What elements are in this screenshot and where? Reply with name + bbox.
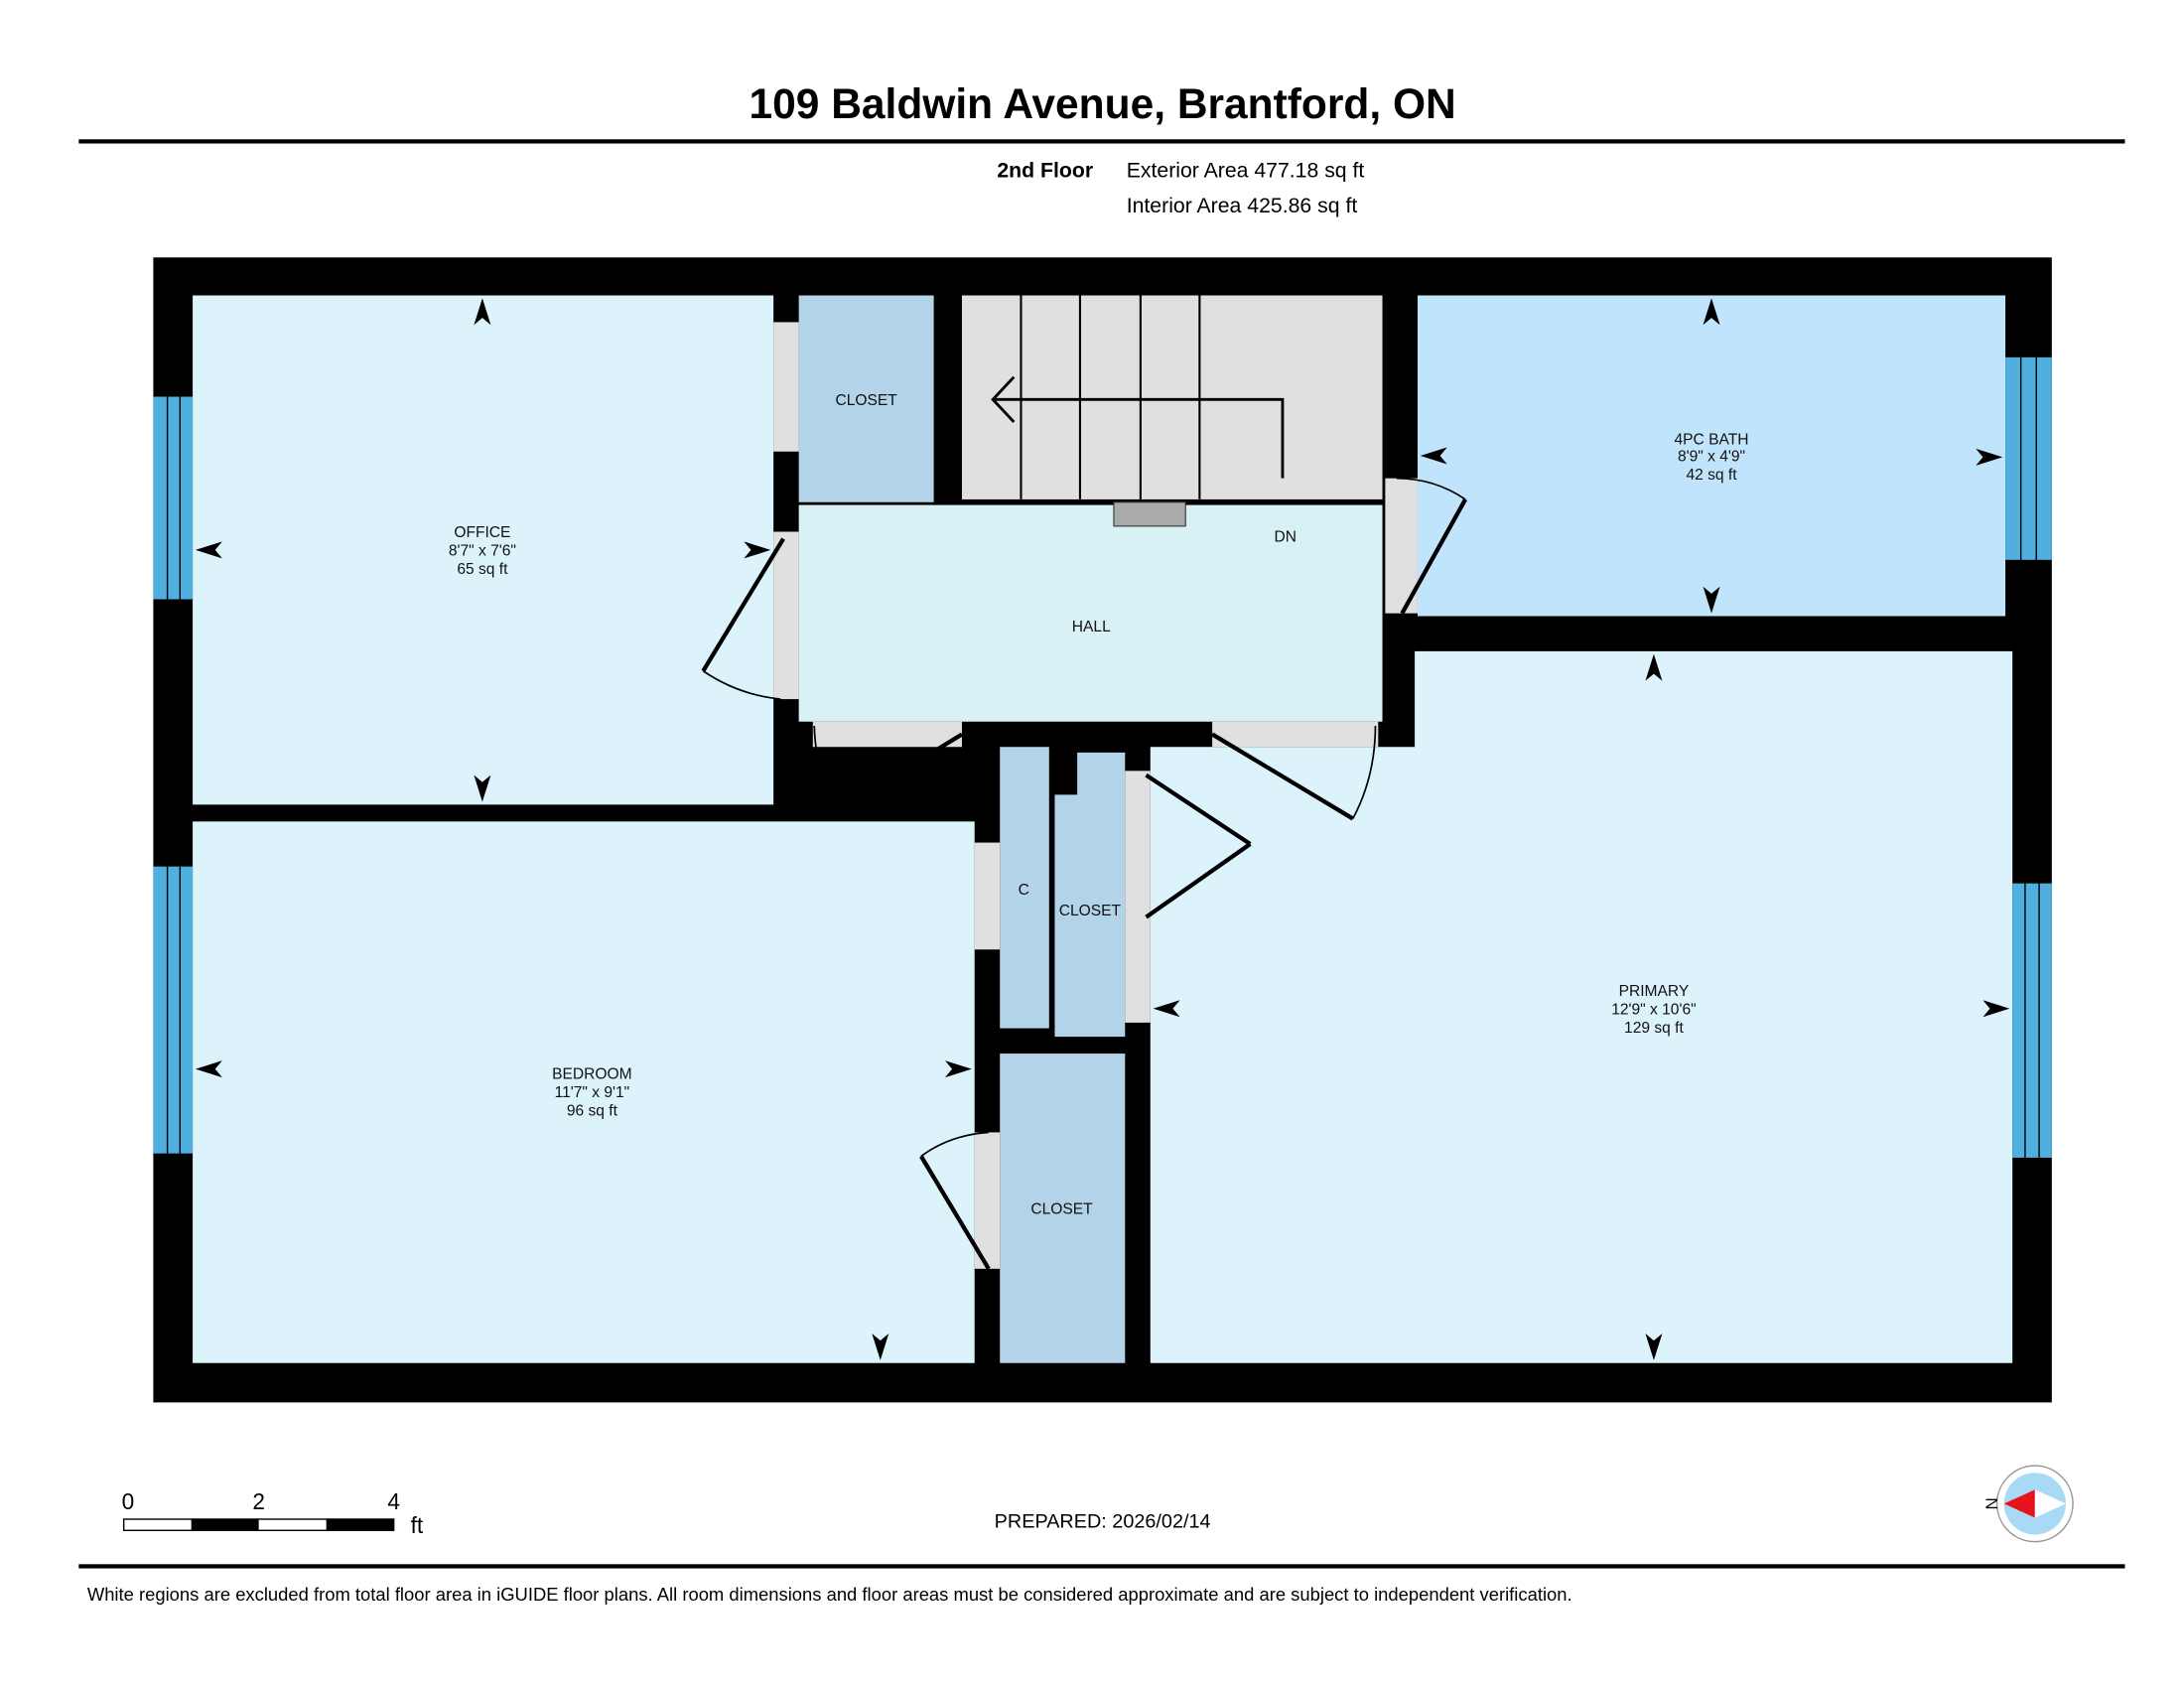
- room-closet-top[interactable]: [798, 295, 934, 502]
- bedroom-dims: 11'7" x 9'1": [555, 1084, 630, 1101]
- stairs-label: DN: [1275, 528, 1297, 545]
- scale-tick-2: 2: [252, 1488, 265, 1514]
- windows: [153, 356, 2052, 1158]
- bedroom-area: 96 sq ft: [567, 1102, 618, 1119]
- stair-treads: [1020, 295, 1201, 499]
- header-divider: [78, 139, 2125, 144]
- page-title: 109 Baldwin Avenue, Brantford, ON: [750, 81, 1456, 128]
- primary-dims: 12'9" x 10'6": [1611, 1001, 1696, 1018]
- exterior-area: Exterior Area 477.18 sq ft: [1127, 159, 1365, 183]
- door-openings: [773, 322, 1418, 1269]
- office-name: OFFICE: [454, 524, 510, 541]
- office-area: 65 sq ft: [457, 561, 508, 578]
- room-closet-mid[interactable]: [1054, 752, 1126, 1038]
- room-closet-bottom[interactable]: [1000, 1054, 1126, 1363]
- compass-north-label: N: [1981, 1497, 2000, 1509]
- footer-divider: [78, 1564, 2125, 1569]
- scale-tick-0: 0: [122, 1488, 135, 1514]
- office-dims: 8'7" x 7'6": [449, 543, 516, 560]
- primary-name: PRIMARY: [1619, 983, 1690, 1000]
- room-primary[interactable]: [1150, 650, 2013, 1363]
- disclaimer: White regions are excluded from total fl…: [87, 1584, 1572, 1605]
- bath-area: 42 sq ft: [1686, 467, 1737, 484]
- hall-name: HALL: [1072, 619, 1111, 635]
- prepared-date: PREPARED: 2026/02/14: [995, 1510, 1211, 1532]
- room-bedroom[interactable]: [193, 821, 975, 1363]
- room-closet-c[interactable]: [1000, 747, 1049, 1029]
- floor-label: 2nd Floor: [997, 159, 1093, 183]
- room-4pc-bath[interactable]: [1417, 295, 2006, 617]
- bath-dims: 8'9" x 4'9": [1678, 449, 1745, 466]
- room-office[interactable]: [193, 295, 774, 805]
- closet-top-name: CLOSET: [835, 392, 897, 409]
- arrowhead-icon: [991, 375, 1016, 423]
- bedroom-name: BEDROOM: [552, 1066, 632, 1083]
- closet-mid-name: CLOSET: [1059, 903, 1122, 919]
- scale-tick-4: 4: [387, 1488, 400, 1514]
- interior-area: Interior Area 425.86 sq ft: [1127, 194, 1358, 217]
- scale-unit: ft: [411, 1512, 424, 1538]
- stairs-down-arrow-icon: [993, 397, 1285, 479]
- bath-name: 4PC BATH: [1675, 432, 1749, 449]
- closet-c-name: C: [1019, 882, 1029, 899]
- scale-bar: 0 2 4 ft: [122, 1488, 424, 1538]
- closet-bottom-name: CLOSET: [1030, 1201, 1093, 1218]
- stairs[interactable]: [961, 295, 1383, 499]
- room-hall[interactable]: [798, 504, 1383, 722]
- dimension-arrows: [195, 298, 2010, 1360]
- door-swings: [701, 477, 1467, 1270]
- stair-post: [1113, 501, 1186, 527]
- compass-icon: N: [1981, 1465, 2074, 1543]
- primary-area: 129 sq ft: [1624, 1020, 1684, 1037]
